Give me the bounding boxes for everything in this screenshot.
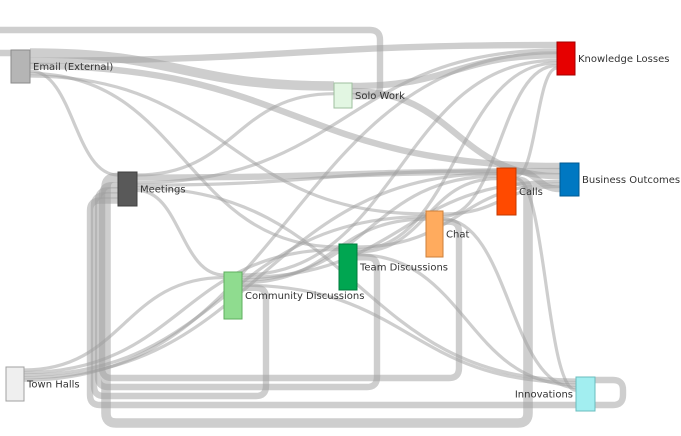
node-rect-chat[interactable]: [425, 210, 444, 258]
link-solo-to-knowledge: [351, 52, 558, 90]
link-innovations-to-meetings: [86, 197, 627, 409]
node-label-solo: Solo Work: [355, 91, 405, 102]
node-rect-team[interactable]: [338, 243, 358, 291]
node-label-chat: Chat: [446, 230, 469, 241]
node-rect-business[interactable]: [559, 162, 580, 197]
node-team[interactable]: Team Discussions: [338, 243, 448, 291]
link-email-to-meetings: [29, 69, 119, 177]
node-label-meetings: Meetings: [140, 185, 186, 196]
link-calls-to-meetings: [101, 172, 533, 428]
node-innovations[interactable]: Innovations: [515, 376, 596, 412]
link-meetings-to-knowledge: [136, 48, 558, 185]
link-solo-to-email: [0, 26, 384, 100]
node-label-knowledge: Knowledge Losses: [578, 54, 669, 65]
node-rect-community[interactable]: [223, 271, 243, 320]
link-team-to-innovations: [356, 253, 577, 387]
node-meetings[interactable]: Meetings: [117, 171, 186, 207]
link-community-to-innovations: [241, 283, 577, 385]
node-solo[interactable]: Solo Work: [333, 82, 405, 109]
link-community-to-knowledge: [241, 58, 558, 277]
node-label-business: Business Outcomes: [582, 175, 680, 186]
link-team-to-knowledge: [356, 61, 558, 252]
link-email-to-solo: [29, 48, 335, 91]
link-email-to-knowledge: [29, 41, 558, 64]
link-email-to-team: [29, 71, 340, 249]
link-meetings-to-solo: [136, 92, 335, 177]
node-rect-meetings[interactable]: [117, 171, 138, 207]
node-label-calls: Calls: [519, 187, 543, 198]
node-business[interactable]: Business Outcomes: [559, 162, 680, 197]
node-calls[interactable]: Calls: [496, 167, 543, 216]
link-chat-to-innovations: [442, 217, 577, 390]
node-knowledge[interactable]: Knowledge Losses: [556, 41, 669, 76]
link-community-to-chat: [241, 217, 427, 285]
node-rect-solo[interactable]: [333, 82, 353, 109]
node-label-community: Community Discussions: [245, 291, 364, 302]
node-label-email: Email (External): [33, 62, 113, 73]
links-layer: [23, 41, 577, 392]
node-email[interactable]: Email (External): [10, 49, 113, 84]
node-label-team: Team Discussions: [359, 263, 448, 274]
node-label-innovations: Innovations: [515, 390, 573, 401]
loops-layer: [0, 26, 627, 428]
link-meetings-to-community: [136, 188, 225, 277]
node-rect-knowledge[interactable]: [556, 41, 576, 76]
link-meetings-to-calls: [136, 169, 498, 187]
node-rect-calls[interactable]: [496, 167, 517, 216]
node-townhalls[interactable]: Town Halls: [5, 366, 80, 402]
node-community[interactable]: Community Discussions: [223, 271, 364, 320]
link-chat-to-knowledge: [442, 63, 558, 219]
link-townhalls-to-community: [23, 275, 225, 372]
node-chat[interactable]: Chat: [425, 210, 469, 258]
node-rect-townhalls[interactable]: [5, 366, 25, 402]
link-calls-to-knowledge: [515, 66, 558, 178]
node-label-townhalls: Town Halls: [26, 380, 80, 391]
node-rect-email[interactable]: [10, 49, 31, 84]
link-email-to-business: [29, 62, 561, 170]
node-rect-innovations[interactable]: [575, 376, 596, 412]
